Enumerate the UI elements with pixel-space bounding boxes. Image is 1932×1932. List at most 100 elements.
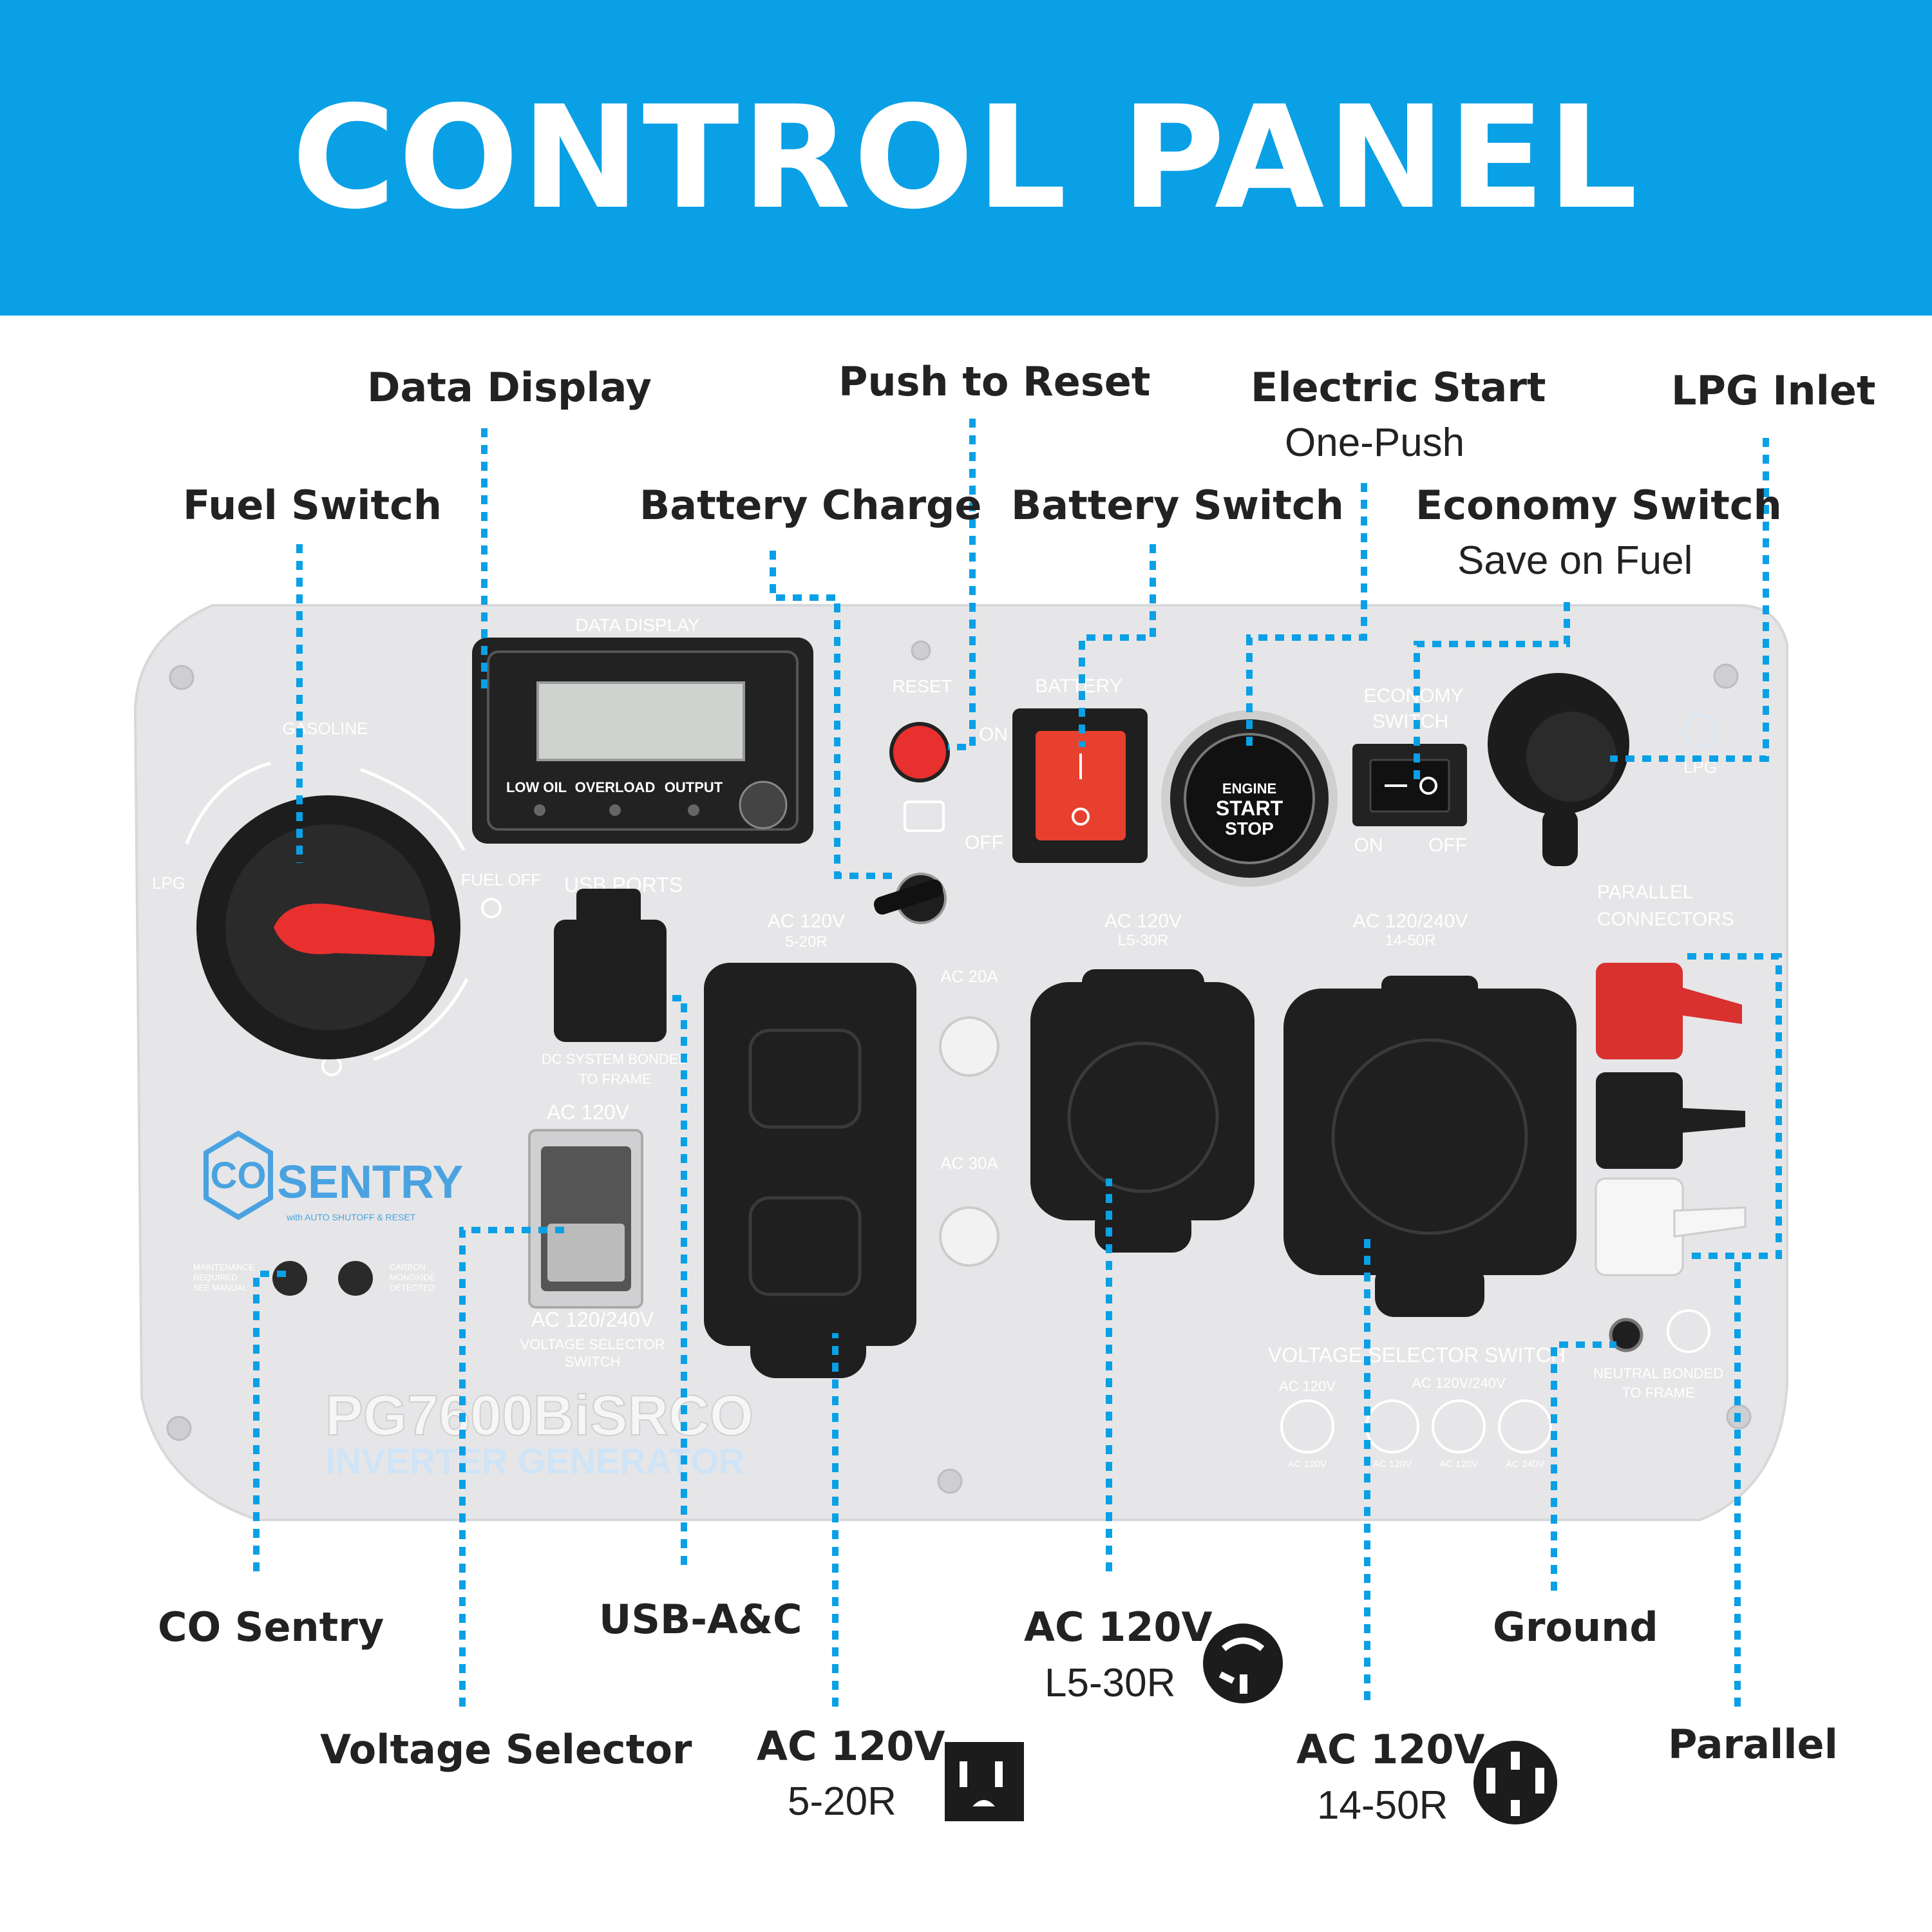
vss-ac120240: AC 120V/240V bbox=[1412, 1375, 1506, 1391]
panel-label-data-display: DATA DISPLAY bbox=[576, 615, 700, 635]
overload-label: OVERLOAD bbox=[575, 779, 656, 795]
callout-economy-switch-sub: Save on Fuel bbox=[1457, 538, 1693, 583]
callout-co-sentry: CO Sentry bbox=[158, 1604, 384, 1651]
breaker-20a-label: AC 20A bbox=[940, 967, 998, 986]
parallel-connector-red[interactable] bbox=[1596, 963, 1683, 1059]
usb-ports-cover[interactable] bbox=[554, 920, 667, 1042]
callout-fuel-switch: Fuel Switch bbox=[183, 482, 442, 529]
maintenance-light bbox=[272, 1261, 307, 1296]
output-label: OUTPUT bbox=[665, 779, 723, 795]
fuel-switch-lever[interactable] bbox=[274, 904, 435, 956]
model-subtitle: INVERTER GENERATOR bbox=[325, 1441, 744, 1481]
breaker-20a[interactable] bbox=[939, 1016, 999, 1077]
r1450-ac-label: AC 120/240V bbox=[1353, 911, 1468, 932]
callout-economy-switch: Economy Switch bbox=[1416, 482, 1782, 529]
vs-label-1: VOLTAGE SELECTOR bbox=[520, 1336, 665, 1352]
lpg-icon bbox=[1683, 714, 1718, 748]
display-mode-button[interactable] bbox=[739, 781, 788, 829]
co-sentry-logo-icon bbox=[204, 1130, 273, 1220]
callout-ac-l5-30r-sub: L5-30R bbox=[1045, 1661, 1176, 1705]
battery-icon bbox=[904, 800, 945, 832]
co-det-label-1: CARBON bbox=[390, 1262, 426, 1272]
callout-leaders bbox=[253, 419, 1782, 1707]
14-50r-pictogram-icon bbox=[1473, 1741, 1557, 1824]
5-20r-pictogram-icon bbox=[945, 1742, 1024, 1821]
callout-data-display: Data Display bbox=[367, 364, 652, 411]
r520-ac-label: AC 120V bbox=[768, 911, 845, 932]
co-det-label-3: DETECTED bbox=[390, 1283, 435, 1293]
fuel-off-label: FUEL OFF bbox=[461, 870, 542, 889]
callout-push-to-reset: Push to Reset bbox=[838, 358, 1151, 405]
parallel-connector-white[interactable] bbox=[1595, 1177, 1684, 1276]
maint-label-1: MAINTENANCE bbox=[193, 1262, 254, 1272]
vss-c3: AC 120V bbox=[1439, 1459, 1478, 1470]
l5-30r-pictogram-icon bbox=[1203, 1624, 1283, 1703]
vss-title: VOLTAGE SELECTOR SWITCH bbox=[1268, 1343, 1566, 1367]
vss-receptacle-icons bbox=[1280, 1399, 1552, 1454]
callout-electric-start-sub: One-Push bbox=[1285, 421, 1465, 465]
callout-lpg-inlet: LPG Inlet bbox=[1671, 367, 1876, 414]
knob-arrow-bottom bbox=[373, 978, 469, 1061]
maint-label-3: SEE MANUAL bbox=[193, 1283, 247, 1293]
dc-bonded-label-2: TO FRAME bbox=[578, 1071, 651, 1087]
model-name: PG7600BiSRCO bbox=[325, 1383, 753, 1447]
vss-c1: AC 120V bbox=[1288, 1459, 1327, 1470]
parallel-connector-black[interactable] bbox=[1596, 1072, 1683, 1169]
low-oil-label: LOW OIL bbox=[506, 779, 567, 795]
page-title: CONTROL PANEL bbox=[292, 75, 1640, 240]
panel-screws bbox=[166, 640, 1752, 1494]
callout-ac-14-50r-sub: 14-50R bbox=[1317, 1783, 1448, 1828]
breaker-30a[interactable] bbox=[939, 1206, 999, 1267]
l530-ac-label: AC 120V bbox=[1104, 911, 1182, 932]
r520-label: 5-20R bbox=[785, 933, 827, 951]
gasoline-label: GASOLINE bbox=[283, 719, 368, 738]
r1450-label: 14-50R bbox=[1385, 932, 1436, 949]
callout-usb: USB-A&C bbox=[599, 1596, 802, 1643]
knob-arrow-right bbox=[360, 768, 466, 851]
co-sentry-tagline: with AUTO SHUTOFF & RESET bbox=[286, 1212, 416, 1222]
co-sentry-logo-text: SENTRY bbox=[277, 1157, 463, 1208]
battery-charge-off-label: OFF bbox=[965, 832, 1003, 853]
outlet-14-50r-cover[interactable] bbox=[1283, 989, 1577, 1275]
co-detected-light bbox=[338, 1261, 373, 1296]
vss-ac120: AC 120V bbox=[1279, 1378, 1336, 1394]
stop-label: STOP bbox=[1225, 819, 1274, 838]
economy-on-label: ON bbox=[1354, 835, 1383, 856]
lpg-position-label: LPG bbox=[152, 873, 185, 893]
parallel-label-2: CONNECTORS bbox=[1597, 909, 1734, 930]
dc-bonded-label-1: DC SYSTEM BONDED bbox=[542, 1051, 689, 1067]
economy-off-label: OFF bbox=[1428, 835, 1467, 856]
callout-ac-l5-30r: AC 120V bbox=[1024, 1604, 1213, 1651]
callout-ac-14-50r: AC 120V bbox=[1296, 1726, 1485, 1773]
reset-button[interactable] bbox=[889, 722, 950, 782]
co-sentry-logo-co: CO bbox=[211, 1155, 267, 1197]
header-banner: CONTROL PANEL bbox=[0, 0, 1932, 316]
vs-ac120-label: AC 120V bbox=[547, 1101, 630, 1124]
engine-label: ENGINE bbox=[1222, 781, 1276, 797]
vs-ac120240-label: AC 120/240V bbox=[531, 1308, 654, 1331]
callout-battery-switch: Battery Switch bbox=[1011, 482, 1344, 529]
start-label: START bbox=[1216, 797, 1283, 820]
outlet-5-20r-cover[interactable] bbox=[704, 963, 916, 1346]
callout-parallel: Parallel bbox=[1668, 1721, 1838, 1768]
co-det-label-2: MONOXIDE bbox=[390, 1273, 435, 1282]
fuel-off-symbol bbox=[481, 898, 502, 918]
outlet-l5-30r-cover[interactable] bbox=[1030, 982, 1255, 1220]
ground-terminal[interactable] bbox=[1609, 1318, 1643, 1352]
l530-label: L5-30R bbox=[1118, 932, 1169, 949]
callout-electric-start: Electric Start bbox=[1251, 364, 1546, 411]
reset-label: RESET bbox=[892, 676, 952, 696]
maint-label-2: REQUIRED bbox=[193, 1273, 238, 1282]
parallel-label-1: PARALLEL bbox=[1597, 882, 1694, 903]
callout-ground: Ground bbox=[1493, 1604, 1658, 1651]
battery-charge-on-label: ON bbox=[979, 724, 1008, 745]
lcd-screen bbox=[536, 681, 745, 761]
callout-ac-5-20r-sub: 5-20R bbox=[788, 1779, 896, 1824]
breaker-30a-label: AC 30A bbox=[940, 1153, 998, 1173]
vs-label-2: SWITCH bbox=[565, 1354, 621, 1370]
callout-battery-charge: Battery Charge bbox=[639, 482, 982, 529]
ground-symbol bbox=[1667, 1309, 1710, 1353]
vss-c4: AC 240V bbox=[1506, 1459, 1544, 1470]
callout-ac-5-20r: AC 120V bbox=[757, 1723, 945, 1770]
